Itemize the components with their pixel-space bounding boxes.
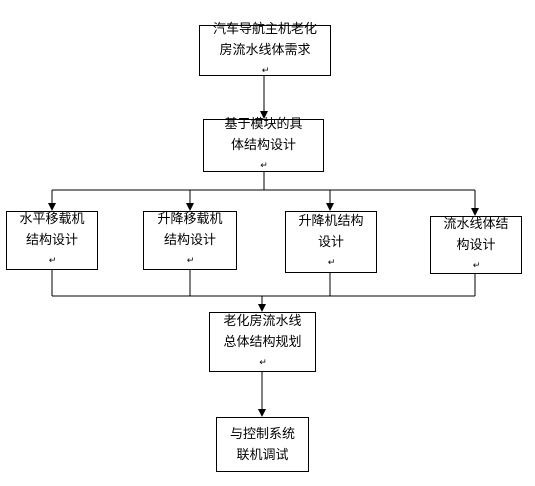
paragraph-mark: ↵ (472, 260, 481, 271)
node-lift-transfer-line2: 结构设计 (163, 233, 216, 248)
node-overall-planning-line1: 老化房流水线 (223, 313, 302, 329)
node-lifter-line2: 设计 (317, 234, 344, 250)
node-requirements: 汽车导航主机老化 房流水线体需求 ↵ (199, 22, 331, 76)
node-requirements-line1: 汽车导航主机老化 (212, 22, 317, 37)
node-requirements-line2: 房流水线体需求 (219, 43, 311, 58)
node-horizontal-transfer: 水平移载机 结构设计 ↵ (6, 211, 98, 270)
node-line-body-line1: 流水线体结 (443, 216, 509, 232)
node-lifter: 升降机结构 设计 ↵ (285, 211, 377, 273)
node-lift-transfer: 升降移载机 结构设计 ↵ (143, 211, 237, 270)
node-overall-planning-line2: 总体结构规划 (223, 334, 302, 350)
node-lift-transfer-line1: 升降移载机 (157, 212, 223, 227)
node-modular-design-line2: 体结构设计 (230, 138, 296, 153)
paragraph-mark: ↵ (186, 256, 195, 266)
paragraph-mark: ↵ (261, 66, 270, 76)
node-lifter-line1: 升降机结构 (298, 213, 364, 229)
node-modular-design: 基于模块的具 体结构设计 ↵ (203, 117, 324, 172)
paragraph-mark: ↵ (259, 357, 267, 368)
node-horizontal-transfer-line1: 水平移载机 (19, 212, 85, 227)
node-modular-design-line1: 基于模块的具 (224, 117, 303, 132)
paragraph-mark: ↵ (260, 161, 268, 171)
node-horizontal-transfer-line2: 结构设计 (25, 233, 78, 248)
node-control-debug-line1: 与控制系统 (229, 426, 295, 442)
node-line-body-line2: 构设计 (456, 237, 496, 253)
node-overall-planning: 老化房流水线 总体结构规划 ↵ (209, 312, 316, 372)
node-control-debug-line2: 联机调试 (236, 447, 289, 463)
node-control-debug: 与控制系统 联机调试 (216, 417, 309, 472)
node-line-body: 流水线体结 构设计 ↵ (430, 216, 522, 274)
paragraph-mark: ↵ (327, 257, 336, 268)
paragraph-mark: ↵ (48, 256, 57, 266)
